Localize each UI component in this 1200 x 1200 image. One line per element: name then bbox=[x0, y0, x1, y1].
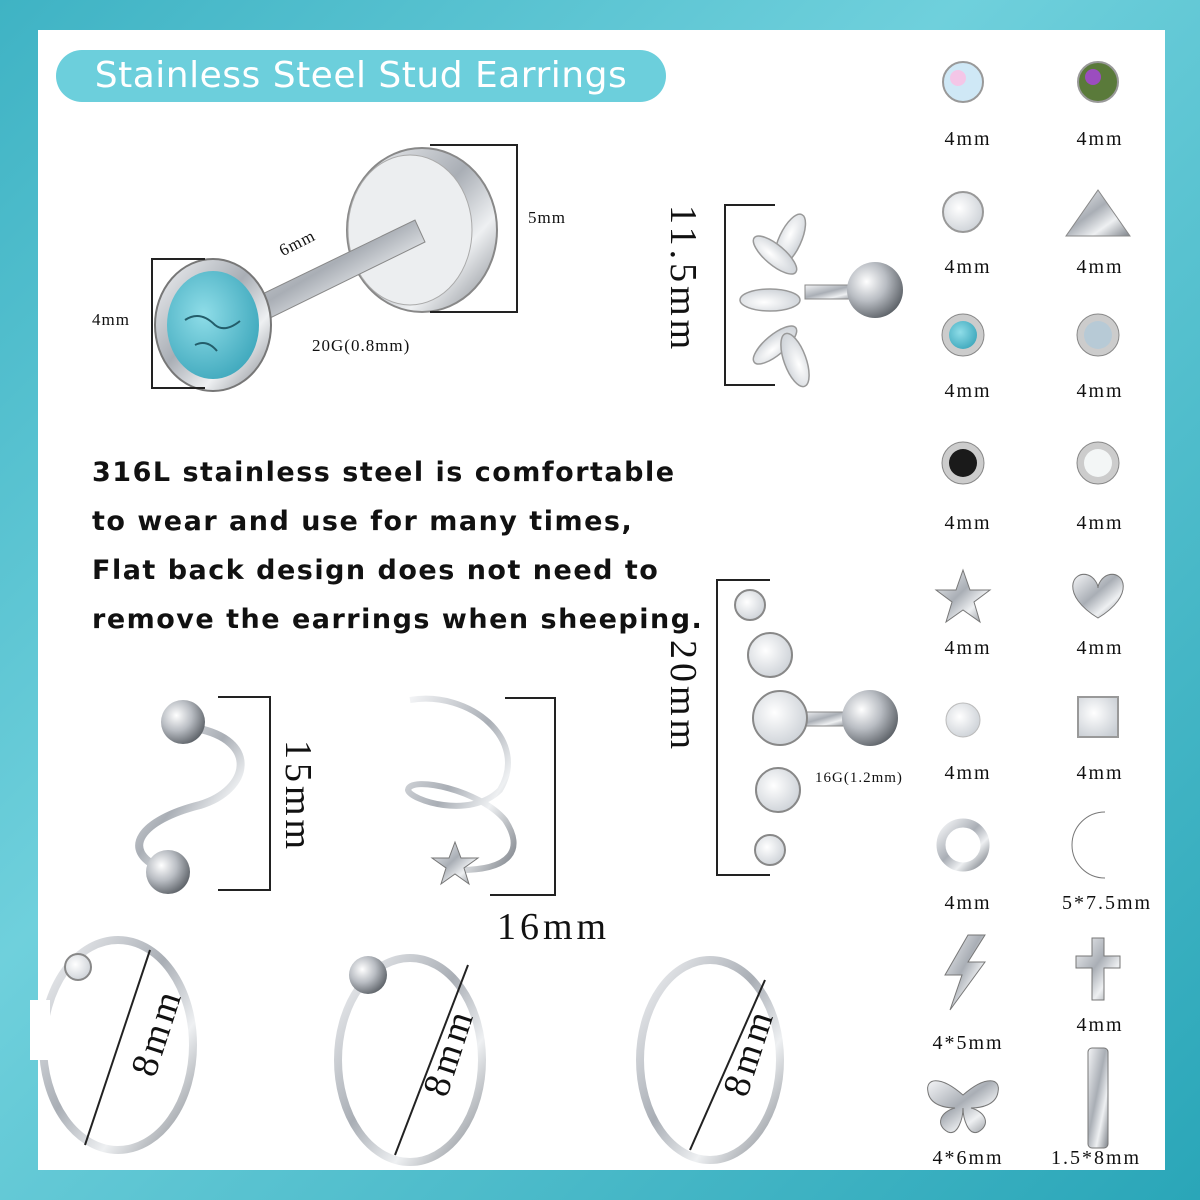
spiral-earring bbox=[404, 695, 556, 896]
grid-label: 4mm bbox=[944, 637, 992, 659]
bar-icon bbox=[1087, 1047, 1109, 1149]
page-title: Stainless Steel Stud Earrings bbox=[56, 50, 666, 102]
moonstone-icon bbox=[1076, 313, 1120, 357]
climber-gauge-label: 16G(1.2mm) bbox=[815, 770, 903, 786]
crystal-climber-stud bbox=[716, 579, 898, 876]
opal-icon bbox=[1076, 441, 1120, 485]
twist-dimension-label: 15mm bbox=[277, 740, 319, 854]
mystic-crystal-icon bbox=[1077, 61, 1119, 103]
cross-icon bbox=[1075, 937, 1121, 1001]
plain-hoop bbox=[636, 956, 784, 1164]
grid-label: 4*5mm bbox=[932, 1032, 1004, 1054]
grid-label: 4mm bbox=[944, 892, 992, 914]
clear-crystal-icon bbox=[942, 191, 984, 233]
hoop-with-crystal bbox=[30, 936, 197, 1154]
grid-label: 4mm bbox=[1076, 380, 1124, 402]
grid-label: 4mm bbox=[944, 128, 992, 150]
heart-icon bbox=[1072, 573, 1124, 619]
stud-height-label: 5mm bbox=[528, 208, 566, 227]
stud-stone-label: 4mm bbox=[92, 310, 130, 329]
triangle-icon bbox=[1065, 189, 1131, 237]
butterfly-icon bbox=[927, 1080, 999, 1134]
description-line: remove the earrings when sheeping. bbox=[92, 604, 704, 635]
description-line: 316L stainless steel is comfortable bbox=[92, 457, 676, 488]
stud-dimension-lines bbox=[151, 144, 518, 389]
ab-crystal-icon bbox=[942, 61, 984, 103]
grid-label: 4mm bbox=[944, 380, 992, 402]
grid-label: 4mm bbox=[1076, 1014, 1124, 1036]
grid-label: 1.5*8mm bbox=[1050, 1147, 1142, 1169]
moon-icon bbox=[1071, 811, 1106, 879]
square-crystal-icon bbox=[1077, 696, 1119, 738]
circle-icon bbox=[936, 818, 990, 872]
pearl-icon bbox=[945, 702, 981, 738]
spiral-dimension-label: 16mm bbox=[497, 906, 611, 948]
marquise-cartilage-stud bbox=[724, 204, 903, 388]
product-description: 316L stainless steel is comfortable to w… bbox=[92, 448, 703, 644]
stud-gauge-label: 20G(0.8mm) bbox=[312, 336, 411, 355]
climber-dimension-label: 20mm bbox=[662, 640, 704, 754]
grid-label: 4*6mm bbox=[932, 1147, 1004, 1169]
flat-back-stud bbox=[154, 147, 498, 392]
grid-label: 4mm bbox=[1076, 762, 1124, 784]
grid-label: 4mm bbox=[1076, 637, 1124, 659]
twist-earring bbox=[135, 696, 271, 894]
marquise-dimension-label: 11.5mm bbox=[662, 205, 704, 354]
grid-label: 4mm bbox=[1076, 128, 1124, 150]
lightning-icon bbox=[944, 934, 986, 1011]
grid-label: 4mm bbox=[1076, 512, 1124, 534]
grid-label: 4mm bbox=[944, 762, 992, 784]
hoop-with-ball bbox=[334, 954, 486, 1166]
description-line: to wear and use for many times, bbox=[92, 506, 634, 537]
grid-label: 4mm bbox=[944, 256, 992, 278]
grid-label: 4mm bbox=[1076, 256, 1124, 278]
grid-label: 4mm bbox=[944, 512, 992, 534]
turquoise-icon bbox=[941, 313, 985, 357]
black-onyx-icon bbox=[941, 441, 985, 485]
star-icon bbox=[934, 568, 992, 624]
grid-label: 5*7.5mm bbox=[1061, 892, 1153, 914]
description-line: Flat back design does not need to bbox=[92, 555, 660, 586]
